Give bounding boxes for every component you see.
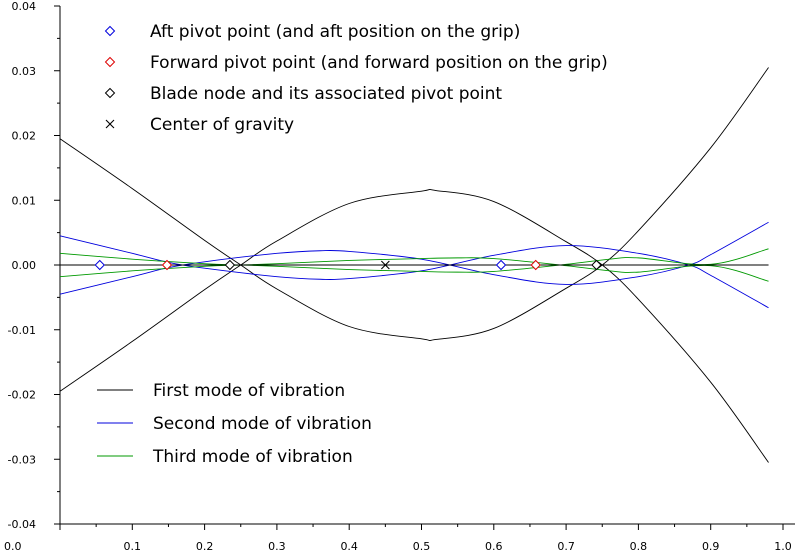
y-tick-label: 0.03 xyxy=(12,65,37,78)
marker-layer xyxy=(94,259,602,271)
blade-node-and-marker xyxy=(224,259,236,271)
x-tick-label: 0.0 xyxy=(4,540,22,553)
y-tick-label: 0.02 xyxy=(12,130,37,143)
marker-legend-label: Forward pivot point (and forward positio… xyxy=(150,53,608,73)
line-legend-label: Third mode of vibration xyxy=(152,447,353,467)
y-tick-label: -0.03 xyxy=(8,453,36,466)
x-tick-label: 0.8 xyxy=(630,540,648,553)
cross-stroke xyxy=(105,119,115,129)
marker-legend-label: Aft pivot point (and aft position on the… xyxy=(150,22,520,42)
x-tick-label: 0.5 xyxy=(413,540,431,553)
x-tick-label: 0.3 xyxy=(268,540,286,553)
y-tick-label: -0.01 xyxy=(8,324,36,337)
aft-pivot-point-marker xyxy=(495,259,507,271)
x-tick-label: 0.7 xyxy=(557,540,575,553)
third-mode-of-vibration-mirror-curve xyxy=(59,257,769,282)
marker-legend-label: Center of gravity xyxy=(150,115,294,135)
line-legend-label: Second mode of vibration xyxy=(153,414,372,434)
axes: 0.04 0.03 0.02 0.01 0.00 -0.01 -0.02 -0.03 -0.04… xyxy=(4,0,795,553)
x-tick-label: 0.2 xyxy=(196,540,214,553)
y-tick-label: 0.04 xyxy=(12,0,37,13)
x-tick-label: 0.4 xyxy=(340,540,358,553)
y-tick-label: -0.04 xyxy=(8,518,36,531)
y-tick-label: 0.00 xyxy=(12,259,37,272)
first-mode-of-vibration-curve xyxy=(59,67,769,342)
center-of-gravity-marker xyxy=(380,260,390,270)
x-tick-label: 1.0 xyxy=(774,540,792,553)
y-tick-label: 0.01 xyxy=(12,194,37,207)
blade-node-and-marker xyxy=(591,259,602,271)
second-mode-of-vibration-curve xyxy=(59,221,769,295)
legend-diamond-symbol xyxy=(104,25,116,37)
first-mode-of-vibration-mirror-curve xyxy=(59,188,769,463)
forward-pivot-point-marker xyxy=(530,259,541,271)
marker-legend: Aft pivot point (and aft position on the… xyxy=(104,22,608,135)
legend-diamond-symbol xyxy=(104,87,116,99)
second-mode-of-vibration-mirror-curve xyxy=(59,235,769,309)
marker-legend-label: Blade node and its associated pivot poin… xyxy=(150,84,502,104)
line-legend-label: First mode of vibration xyxy=(153,381,345,401)
x-tick-label: 0.9 xyxy=(702,540,720,553)
x-tick-label: 0.1 xyxy=(124,540,142,553)
legend-cross-symbol xyxy=(105,119,115,129)
y-tick-label: -0.02 xyxy=(8,389,36,402)
forward-pivot-point-marker xyxy=(161,259,173,271)
legend-diamond-symbol xyxy=(104,56,116,68)
x-tick-label: 0.6 xyxy=(485,540,503,553)
plot-area xyxy=(59,67,769,463)
third-mode-of-vibration-curve xyxy=(59,248,769,273)
aft-pivot-point-marker xyxy=(94,259,105,271)
cross-stroke xyxy=(380,260,390,270)
